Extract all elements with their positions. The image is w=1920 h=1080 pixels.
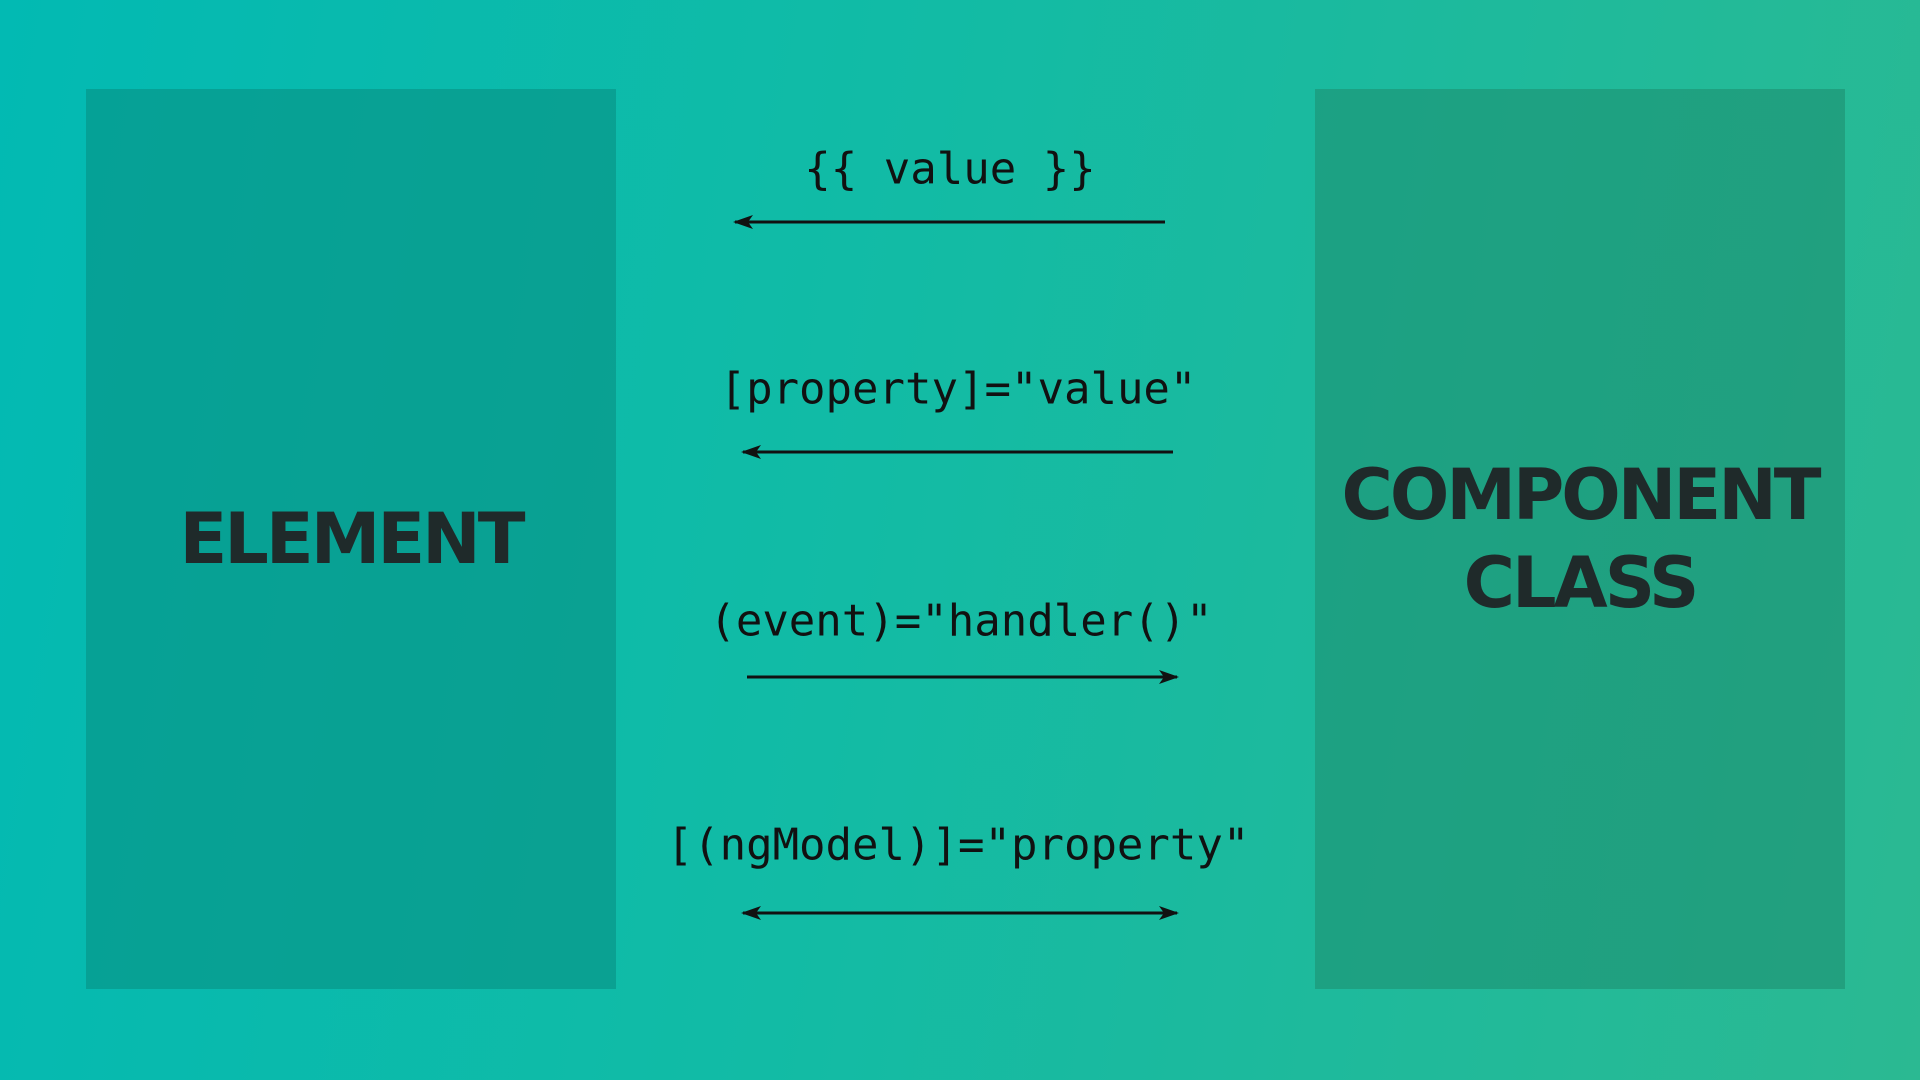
component-class-box: COMPONENT CLASS: [1315, 89, 1845, 989]
interpolation-syntax: {{ value }}: [804, 143, 1096, 195]
element-label: ELEMENT: [179, 498, 525, 580]
component-label-line2: CLASS: [1463, 542, 1700, 624]
property-binding-syntax: [property]="value": [719, 363, 1197, 415]
component-label-line1: COMPONENT: [1341, 454, 1821, 536]
event-binding-syntax: (event)="handler()": [709, 595, 1213, 647]
two-way-binding-syntax: [(ngModel)]="property": [666, 819, 1250, 871]
element-box: ELEMENT: [86, 89, 616, 989]
